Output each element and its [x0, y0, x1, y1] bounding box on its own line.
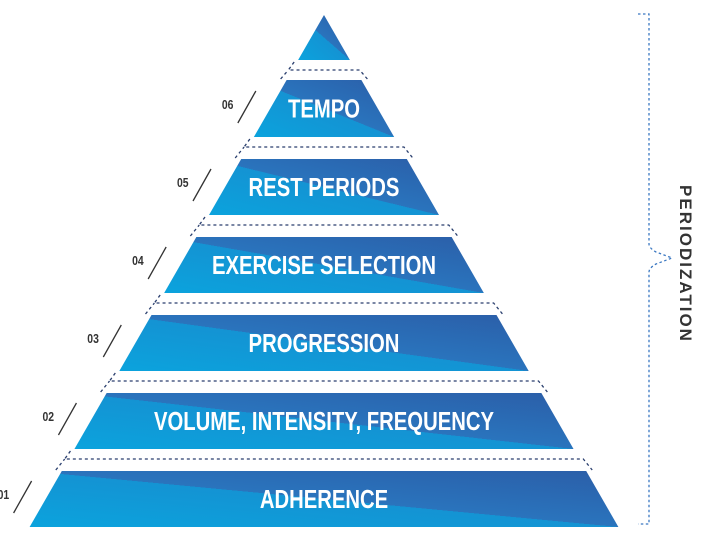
slash-divider	[57, 402, 78, 436]
slash-divider	[13, 480, 33, 514]
tier-separator-dashes	[287, 61, 368, 80]
tier-separator-dashes	[242, 138, 414, 159]
tier-separator-dashes	[55, 458, 66, 471]
slash-divider	[192, 168, 212, 202]
pyramid-tier-03: PROGRESSION 03	[87, 315, 529, 371]
tier-band	[209, 159, 439, 215]
slash-divider	[102, 324, 122, 358]
tier-separator-dashes	[189, 224, 200, 237]
tier-number: 03	[87, 332, 99, 346]
tier-separator-dashes	[197, 216, 459, 237]
tier-number: 04	[132, 254, 144, 268]
tier-band	[29, 471, 619, 527]
slash-divider	[237, 90, 257, 124]
pyramid-tier-02: VOLUME, INTENSITY, FREQUENCY 02	[42, 393, 574, 449]
pyramid-apex	[298, 15, 350, 60]
tier-number: 01	[0, 488, 10, 502]
tier-separator-dashes	[153, 294, 504, 315]
slash-divider	[147, 246, 167, 280]
tier-separator-dashes	[144, 302, 155, 315]
tier-label: TEMPO	[288, 94, 360, 123]
periodization-bracket	[638, 13, 674, 525]
tier-label: PROGRESSION	[249, 329, 400, 358]
tier-separator-dashes	[280, 69, 289, 80]
tier-label: REST PERIODS	[249, 173, 400, 202]
pyramid-tier-05: REST PERIODS 05	[177, 159, 439, 215]
tier-band	[164, 237, 484, 293]
tier-label: VOLUME, INTENSITY, FREQUENCY	[154, 407, 494, 436]
tier-number: 02	[42, 410, 54, 424]
tier-number: 05	[177, 176, 189, 190]
pyramid-tier-01: ADHERENCE 01	[0, 471, 619, 527]
tier-separator-dashes	[234, 146, 245, 159]
tier-separator-dashes	[108, 372, 548, 393]
pyramid-tier-04: EXERCISE SELECTION 04	[132, 237, 484, 293]
tier-label: ADHERENCE	[260, 485, 388, 514]
tier-number: 06	[222, 98, 234, 112]
tier-separator-dashes	[100, 380, 111, 393]
tier-separator-dashes	[63, 450, 593, 471]
pyramid-tier-06: TEMPO 06	[222, 80, 395, 137]
tier-band	[119, 315, 529, 371]
periodization-label: PERIODIZATION	[676, 185, 695, 343]
tier-band	[74, 393, 574, 449]
tier-label: EXERCISE SELECTION	[212, 251, 436, 280]
tier-band	[253, 80, 395, 137]
